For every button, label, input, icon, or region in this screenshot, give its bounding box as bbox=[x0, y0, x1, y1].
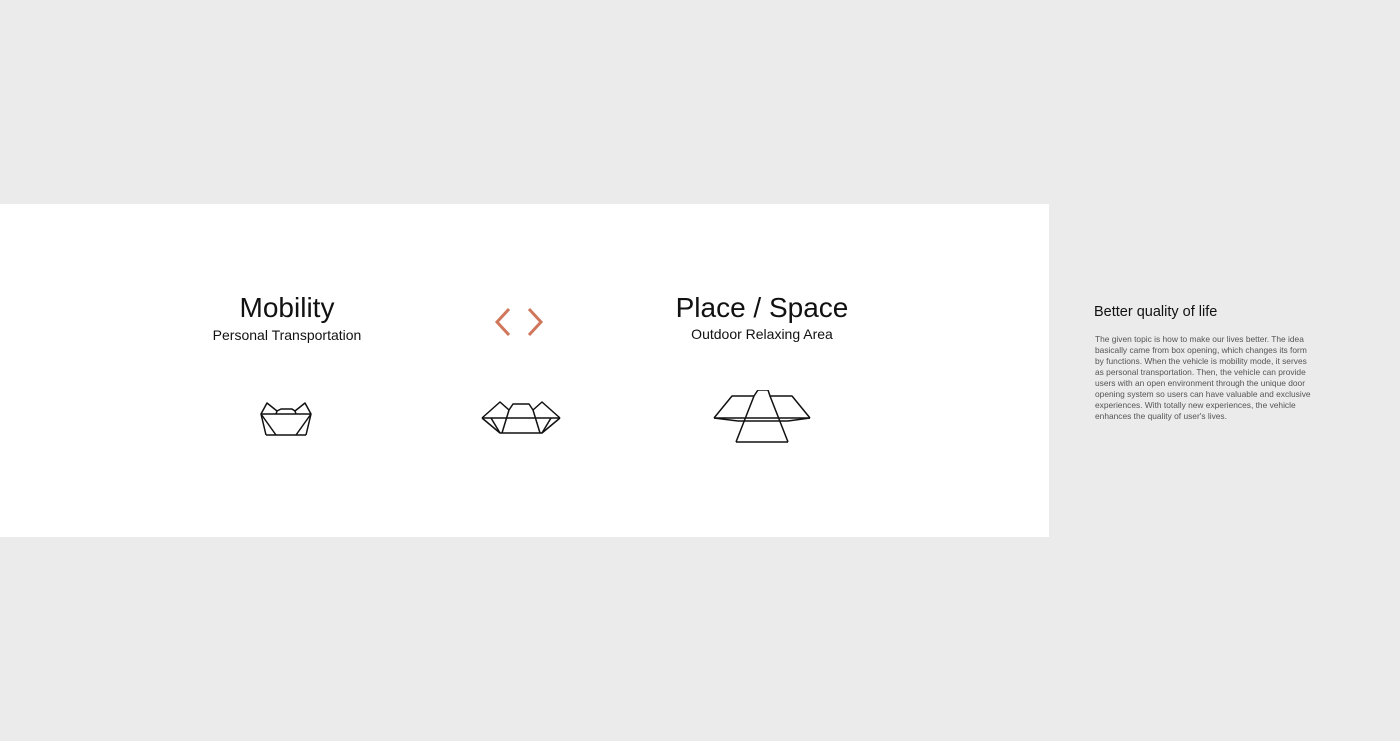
side-description: The given topic is how to make our lives… bbox=[1095, 334, 1311, 421]
chevron-right-icon bbox=[527, 307, 544, 337]
chevron-left-icon bbox=[494, 307, 511, 337]
closed-box-vehicle-icon bbox=[260, 402, 312, 436]
side-heading: Better quality of life bbox=[1094, 304, 1218, 320]
place-subtitle: Outdoor Relaxing Area bbox=[691, 326, 833, 342]
place-title: Place / Space bbox=[675, 292, 849, 323]
half-open-box-vehicle-icon bbox=[481, 401, 561, 434]
concept-panel: Mobility Personal Transportation Place /… bbox=[0, 204, 1049, 537]
mobility-subtitle: Personal Transportation bbox=[212, 327, 362, 343]
mobility-title: Mobility bbox=[239, 292, 335, 323]
open-box-vehicle-icon bbox=[713, 390, 811, 443]
chevron-left-right-icon bbox=[494, 307, 544, 337]
